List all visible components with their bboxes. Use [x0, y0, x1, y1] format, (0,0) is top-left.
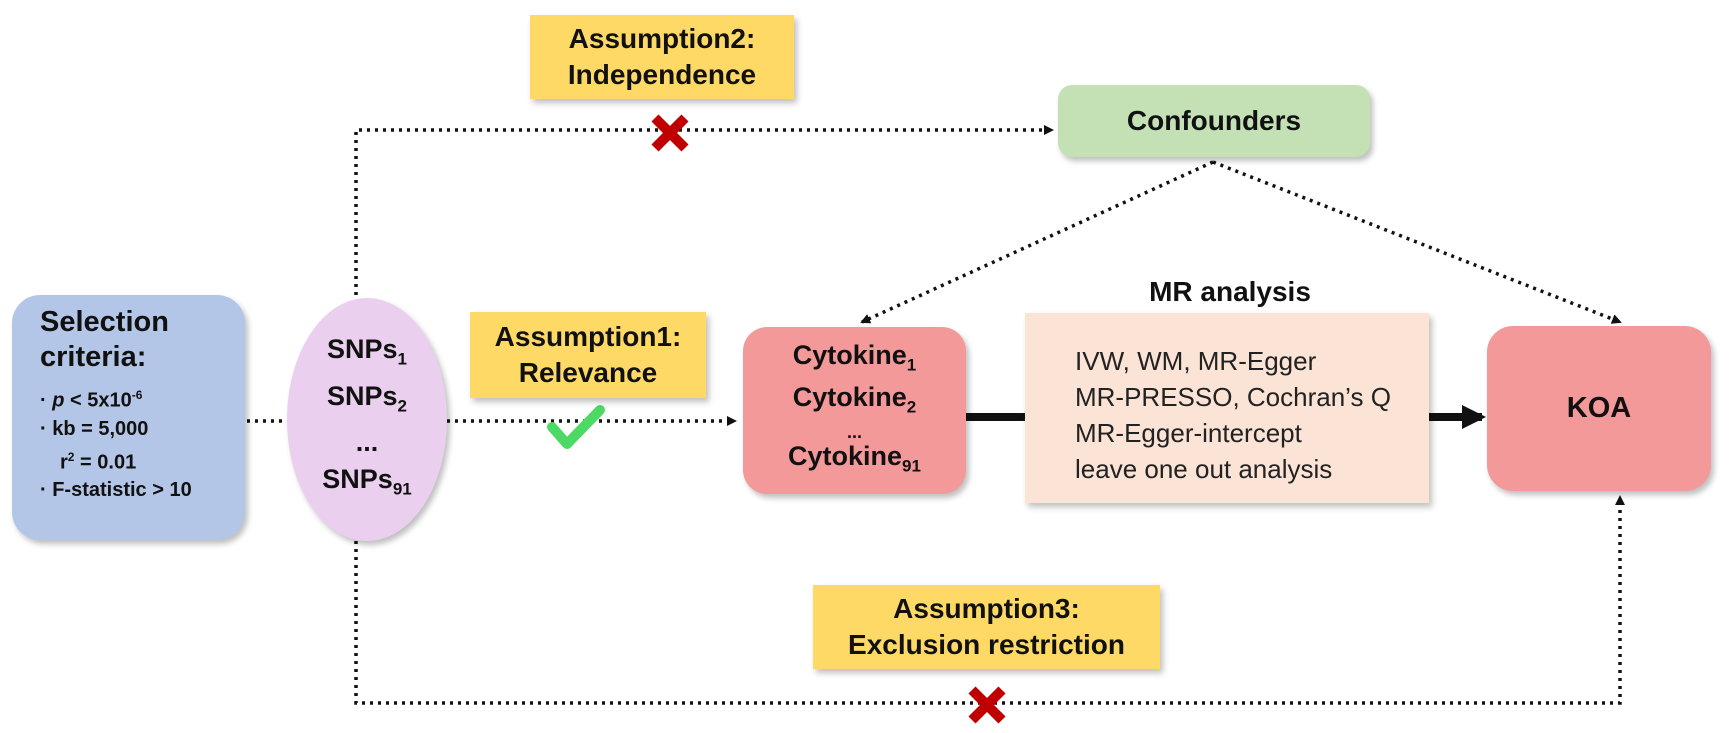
assumption2-title: Assumption2:	[568, 23, 756, 54]
assumption3-title: Assumption3:	[893, 593, 1080, 624]
snp-ellipsis: ...	[355, 427, 379, 458]
selection-criteria-box: Selection criteria: · p < 5x10-6 · kb = …	[12, 295, 245, 540]
method-line: IVW, WM, MR-Egger	[1075, 346, 1317, 376]
snps-ellipse: SNPs1 SNPs2 ... SNPs91	[287, 298, 447, 541]
cytokine-2: Cytokine2	[792, 382, 917, 417]
mr-analysis-title: MR analysis	[1149, 276, 1311, 307]
snp-1: SNPs1	[326, 334, 407, 369]
cytokine-91: Cytokine91	[788, 440, 921, 476]
method-line: leave one out analysis	[1075, 454, 1333, 484]
koa-outcome-box: KOA	[1487, 326, 1711, 491]
cytokines-box: Cytokine1 Cytokine2 ... Cytokine91	[743, 327, 966, 494]
selection-title-line2: criteria:	[40, 341, 147, 373]
assumption2-name: Independence	[567, 59, 757, 90]
method-line: MR-Egger-intercept	[1075, 418, 1302, 448]
method-line: MR-PRESSO, Cochran’s Q	[1075, 382, 1391, 412]
snps-to-confounders-arrow	[354, 125, 1054, 303]
snp-2: SNPs2	[326, 380, 407, 416]
exclusion-violated-cross-icon	[968, 686, 1006, 724]
mr-methods-box: IVW, WM, MR-Egger MR-PRESSO, Cochran’s Q…	[1025, 313, 1429, 503]
relevance-satisfied-check-icon	[547, 405, 605, 449]
assumption1-label: Assumption1: Relevance	[470, 312, 706, 398]
assumption2-label: Assumption2: Independence	[530, 15, 794, 99]
snp-91: SNPs91	[322, 464, 412, 499]
independence-violated-cross-icon	[651, 114, 689, 152]
cytokine-ellipsis: ...	[846, 421, 862, 442]
criterion-kb: · kb = 5,000	[40, 417, 149, 440]
criterion-r2: r2 = 0.01	[60, 449, 137, 474]
cytokine-1: Cytokine1	[792, 339, 917, 375]
assumption1-title: Assumption1:	[494, 321, 682, 352]
criterion-p-value: · p < 5x10-6	[40, 388, 143, 412]
confounders-to-cytokines-arrow	[860, 160, 1214, 324]
confounders-box: Confounders	[1058, 85, 1370, 157]
confounders-to-koa-arrow	[1212, 160, 1622, 324]
selection-title-line1: Selection	[40, 306, 169, 338]
assumption1-name: Relevance	[518, 357, 658, 388]
assumption3-label: Assumption3: Exclusion restriction	[813, 585, 1160, 669]
assumption3-name: Exclusion restriction	[848, 629, 1125, 660]
criterion-f-statistic: · F-statistic > 10	[40, 479, 192, 502]
